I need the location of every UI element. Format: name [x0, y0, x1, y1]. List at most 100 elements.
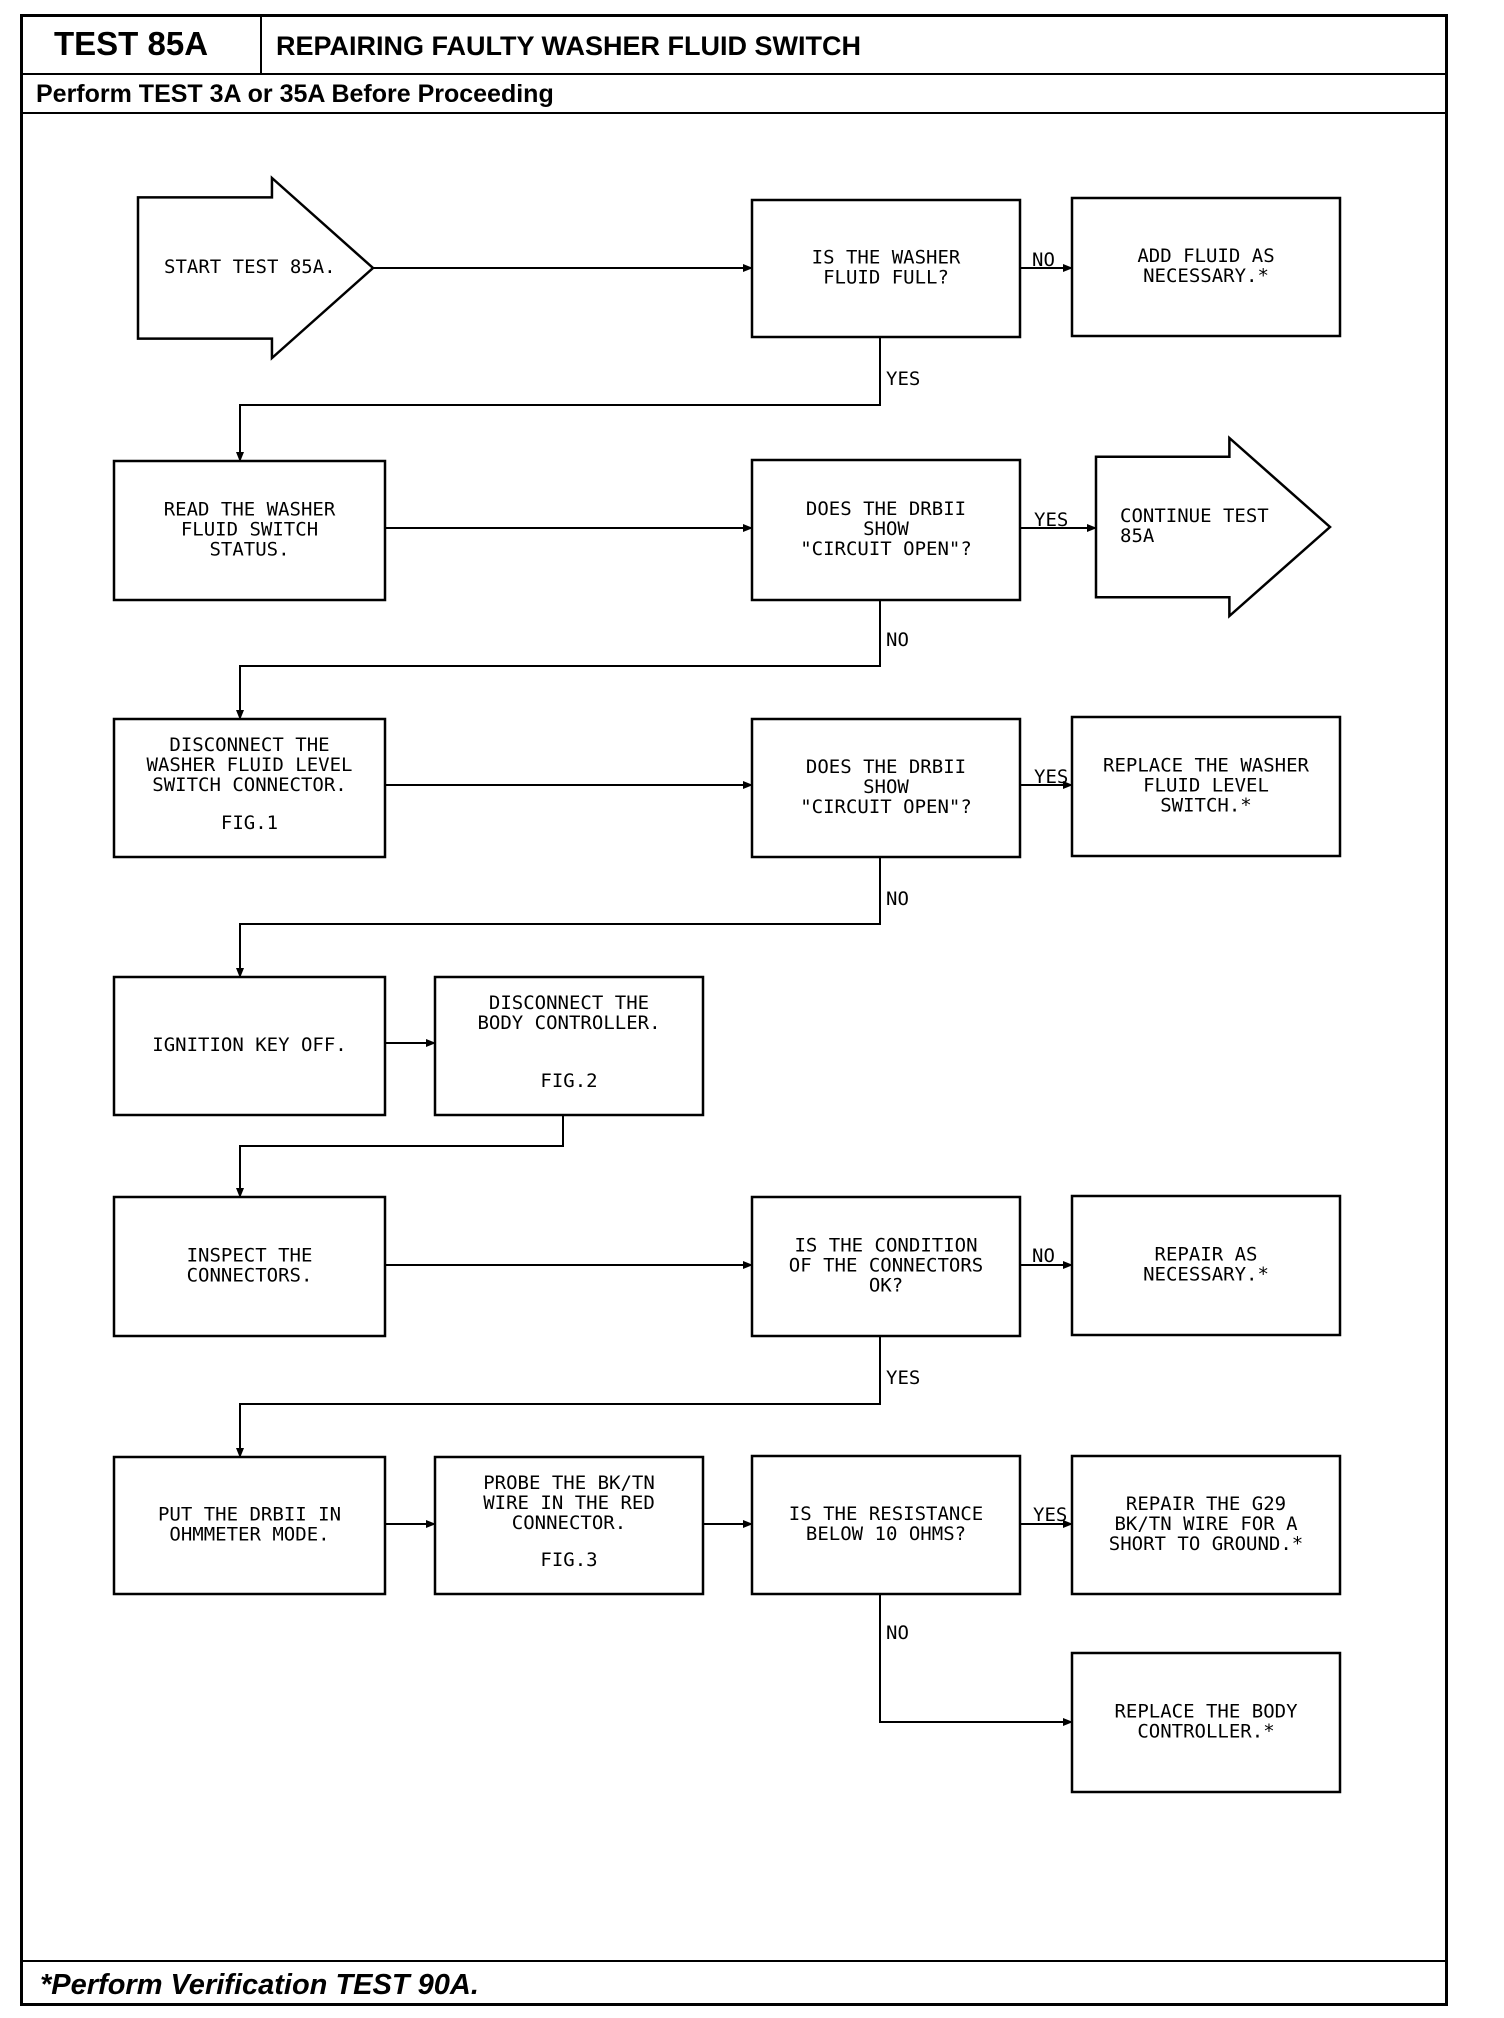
flow-connector-q-open1-to-disconnect-switch: [236, 600, 881, 720]
flow-node-text-line: 85A: [1120, 525, 1155, 547]
process-box-shape: [1070, 715, 1342, 858]
flow-node-text-line: DOES THE DRBII: [806, 498, 966, 520]
flow-node-text-line: READ THE WASHER: [164, 499, 336, 521]
flow-node-text-line: START TEST 85A.: [164, 256, 336, 278]
flow-node-text-line: "CIRCUIT OPEN"?: [800, 796, 972, 818]
flow-node-text-line: REPLACE THE BODY: [1114, 1701, 1298, 1723]
flow-node-text-line: REPAIR AS: [1155, 1244, 1258, 1266]
process-box-shape: [750, 1195, 1022, 1338]
flow-node-text-line: SHORT TO GROUND.*: [1109, 1533, 1303, 1555]
process-box-shape: [433, 975, 705, 1117]
process-box-shape: [433, 1455, 705, 1596]
flow-connector-q-res-to-replace-bc: [879, 1594, 1073, 1726]
flow-node-text-line: OF THE CONNECTORS: [789, 1255, 983, 1277]
connector-label-yes: YES: [886, 368, 920, 390]
flow-connector-q-full-to-read-status: [236, 337, 881, 462]
flow-node-text-line: CONTROLLER.*: [1137, 1721, 1274, 1743]
flow-node-text-line: CONNECTOR.: [512, 1512, 626, 1534]
flow-connector-q-cond-to-ohm-mode: [236, 1336, 881, 1458]
page-frame: [20, 14, 1448, 2006]
process-box-shape: [1070, 1454, 1342, 1596]
flow-node-text-line: IS THE CONDITION: [794, 1235, 977, 1257]
flow-connector-disconnect-bc-to-inspect: [236, 1115, 564, 1198]
flow-node-text-line: ADD FLUID AS: [1137, 245, 1274, 267]
connector-label-no: NO: [886, 1622, 909, 1644]
connector-label-yes: YES: [1034, 509, 1068, 531]
connector-label-yes: YES: [1033, 1504, 1067, 1526]
prerequisite-note: Perform TEST 3A or 35A Before Proceeding: [20, 75, 1448, 114]
process-box-shape: [750, 1454, 1022, 1596]
flow-connector-q-open2-to-key-off: [236, 857, 881, 978]
flow-node-text-line: OHMMETER MODE.: [169, 1524, 329, 1546]
flow-node-text-line: SHOW: [863, 776, 909, 798]
test-title: REPAIRING FAULTY WASHER FLUID SWITCH: [276, 31, 861, 61]
connector-label-no: NO: [886, 888, 909, 910]
flow-node-text-line: BK/TN WIRE FOR A: [1114, 1513, 1298, 1535]
flow-node-text-line: FLUID FULL?: [823, 267, 949, 289]
process-box-shape: [112, 1195, 387, 1338]
process-box-shape: [112, 1455, 387, 1596]
process-box-shape: [112, 975, 387, 1117]
flow-node-text-line: FLUID SWITCH: [181, 519, 318, 541]
process-box-shape: [1070, 196, 1342, 338]
flow-node-text-line: IS THE WASHER: [812, 247, 961, 269]
flow-node-text-line: DISCONNECT THE: [169, 734, 329, 756]
flow-node-text-line: REPAIR THE G29: [1126, 1493, 1286, 1515]
figure-reference: FIG.1: [221, 812, 278, 834]
flow-node-text-line: SWITCH CONNECTOR.: [152, 774, 346, 796]
flow-node-text-line: SWITCH.*: [1160, 795, 1252, 817]
connector-label-no: NO: [886, 629, 909, 651]
flow-node-text-line: PUT THE DRBII IN: [158, 1504, 341, 1526]
flow-node-text-line: IS THE RESISTANCE: [789, 1503, 983, 1525]
process-box-shape: [750, 717, 1022, 859]
process-box-shape: [1070, 1651, 1342, 1794]
flow-node-text-line: DISCONNECT THE: [489, 992, 649, 1014]
flow-node-text-line: "CIRCUIT OPEN"?: [800, 538, 972, 560]
figure-reference: FIG.2: [540, 1070, 597, 1092]
flow-node-text-line: OK?: [869, 1275, 903, 1297]
flow-node-text-line: PROBE THE BK/TN: [483, 1472, 655, 1494]
process-box-shape: [1070, 1194, 1342, 1337]
test-id: TEST 85A: [20, 14, 262, 73]
block-arrow-shape: [1094, 435, 1332, 619]
flow-node-text-line: NECESSARY.*: [1143, 265, 1269, 287]
flow-node-text-line: IGNITION KEY OFF.: [152, 1034, 346, 1056]
connector-label-no: NO: [1032, 1245, 1055, 1267]
flow-node-key-off: IGNITION KEY OFF.: [112, 975, 387, 1117]
flow-node-text-line: BELOW 10 OHMS?: [806, 1523, 966, 1545]
flow-node-text-line: WASHER FLUID LEVEL: [147, 754, 353, 776]
connector-label-yes: YES: [1034, 766, 1068, 788]
connector-label-no: NO: [1032, 249, 1055, 271]
flow-node-text-line: CONNECTORS.: [187, 1265, 313, 1287]
flow-node-text-line: WIRE IN THE RED: [483, 1492, 655, 1514]
footer-note: *Perform Verification TEST 90A.: [20, 1960, 1448, 2006]
header-row: TEST 85A REPAIRING FAULTY WASHER FLUID S…: [20, 14, 1448, 75]
flow-node-text-line: INSPECT THE: [187, 1245, 313, 1267]
flow-node-start: START TEST 85A.: [136, 175, 375, 361]
flow-node-text-line: SHOW: [863, 518, 909, 540]
flow-node-text-line: BODY CONTROLLER.: [477, 1012, 660, 1034]
flow-node-text-line: NECESSARY.*: [1143, 1264, 1269, 1286]
process-box-shape: [750, 198, 1022, 339]
process-box-shape: [750, 458, 1022, 602]
block-arrow-shape: [136, 175, 375, 361]
process-box-shape: [112, 717, 387, 859]
flow-node-text-line: CONTINUE TEST: [1120, 505, 1269, 527]
